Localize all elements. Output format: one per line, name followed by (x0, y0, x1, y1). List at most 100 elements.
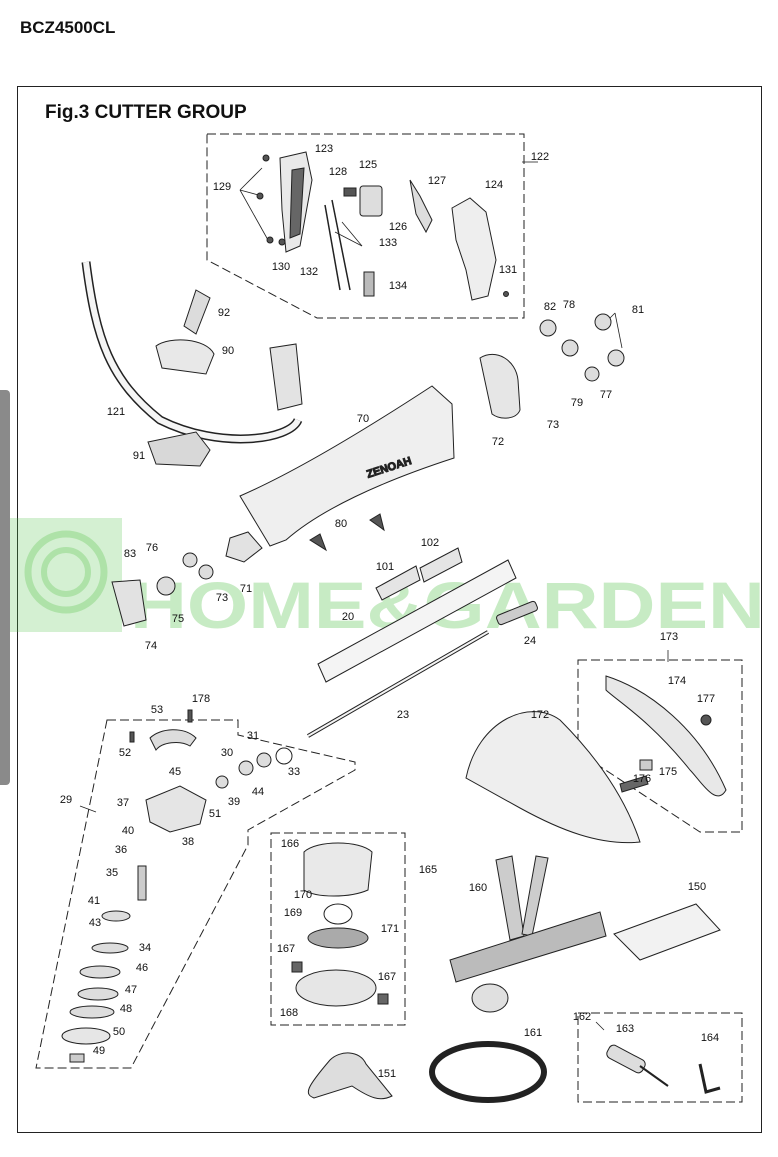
handlebar-group (81, 261, 303, 467)
part-label-132: 132 (300, 266, 318, 278)
part-label-24: 24 (524, 635, 536, 647)
part-20-shaft-tube (317, 559, 517, 683)
part-label-73: 73 (216, 592, 228, 604)
gear-case-parts (61, 709, 293, 1063)
part-164-hex-key (698, 1063, 721, 1094)
part-label-168: 168 (280, 1007, 298, 1019)
part-132-cable (324, 204, 341, 291)
figure-title: Fig.3 CUTTER GROUP (45, 102, 247, 123)
part-131-screw (503, 291, 509, 297)
part-133-cable (331, 199, 351, 291)
handle-group-box (206, 133, 525, 319)
part-label-38: 38 (182, 836, 194, 848)
gear-case-group-box (35, 719, 356, 1069)
trimmer-head-parts (291, 842, 389, 1007)
part-label-71: 71 (240, 583, 252, 595)
part-166-cover (303, 842, 373, 897)
part-46-plate (79, 965, 121, 979)
part-label-169: 169 (284, 907, 302, 919)
part-177-nut (700, 714, 712, 726)
part-163-wrench (606, 1044, 646, 1074)
part-49-nut (69, 1053, 85, 1063)
part-label-121: 121 (107, 406, 125, 418)
part-label-175: 175 (659, 766, 677, 778)
part-52-bolt (129, 731, 135, 743)
part-label-150: 150 (688, 881, 706, 893)
part-label-45: 45 (169, 766, 181, 778)
part-label-123: 123 (315, 143, 333, 155)
part-160-harness (495, 855, 525, 941)
part-label-20: 20 (342, 611, 354, 623)
part-71-bracket (225, 531, 263, 563)
part-33-snap-ring (275, 747, 293, 765)
part-label-78: 78 (563, 299, 575, 311)
part-label-76: 76 (146, 542, 158, 554)
part-76-damper (198, 564, 214, 580)
part-label-167: 167 (277, 943, 295, 955)
part-31-ring (256, 752, 272, 768)
part-label-90: 90 (222, 345, 234, 357)
part-label-34: 34 (139, 942, 151, 954)
side-tab (0, 390, 10, 785)
part-label-91: 91 (133, 450, 145, 462)
part-label-170: 170 (294, 889, 312, 901)
part-151-blade (307, 1052, 393, 1100)
part-label-127: 127 (428, 175, 446, 187)
part-label-50: 50 (113, 1026, 125, 1038)
part-label-134: 134 (389, 280, 407, 292)
part-70-engine-cover (239, 385, 455, 547)
part-label-29: 29 (60, 794, 72, 806)
part-175-clip (639, 759, 653, 771)
part-label-83: 83 (124, 548, 136, 560)
part-label-33: 33 (288, 766, 300, 778)
part-label-36: 36 (115, 844, 127, 856)
part-label-130: 130 (272, 261, 290, 273)
part-label-172: 172 (531, 709, 549, 721)
part-label-72: 72 (492, 436, 504, 448)
part-label-70: 70 (357, 413, 369, 425)
part-label-162: 162 (573, 1011, 591, 1023)
part-label-161: 161 (524, 1027, 542, 1039)
part-label-126: 126 (389, 221, 407, 233)
part-grip (269, 343, 303, 411)
part-label-44: 44 (252, 786, 264, 798)
part-label-35: 35 (106, 867, 118, 879)
part-label-122: 122 (531, 151, 549, 163)
part-39-bearing (215, 775, 229, 789)
part-128-clip (343, 187, 357, 197)
part-label-160: 160 (469, 882, 487, 894)
guard-label-group-box (577, 659, 743, 833)
part-label-124: 124 (485, 179, 503, 191)
group-boxes (35, 133, 743, 1103)
part-35-shaft (137, 865, 147, 901)
part-label-75: 75 (172, 613, 184, 625)
model-number: BCZ4500CL (20, 18, 116, 37)
part-label-133: 133 (379, 237, 397, 249)
part-168-base (295, 969, 377, 1007)
part-44-bearing (238, 760, 254, 776)
part-102-sleeve (419, 547, 463, 583)
part-90-clamp (155, 339, 215, 375)
part-24-liner (496, 600, 538, 626)
part-47-plate (77, 987, 119, 1001)
part-72-cover-plate (479, 353, 521, 419)
part-134-spring (363, 271, 375, 297)
part-80-clip (369, 513, 385, 532)
part-label-51: 51 (209, 808, 221, 820)
part-77-spring (584, 366, 600, 382)
part-130-screw (278, 238, 286, 246)
part-41-washer (101, 910, 131, 922)
part-label-80: 80 (335, 518, 347, 530)
part-label-174: 174 (668, 675, 686, 687)
part-29-gear-case (145, 785, 207, 833)
part-label-165: 165 (419, 864, 437, 876)
part-75-clamp (156, 576, 176, 596)
part-label-77: 77 (600, 389, 612, 401)
part-50-cover (61, 1027, 111, 1045)
part-171-spool (307, 927, 369, 949)
part-101-sleeve (375, 565, 421, 601)
part-74-cover (111, 579, 147, 627)
guard-group (465, 675, 727, 844)
part-170-spring (323, 903, 353, 925)
